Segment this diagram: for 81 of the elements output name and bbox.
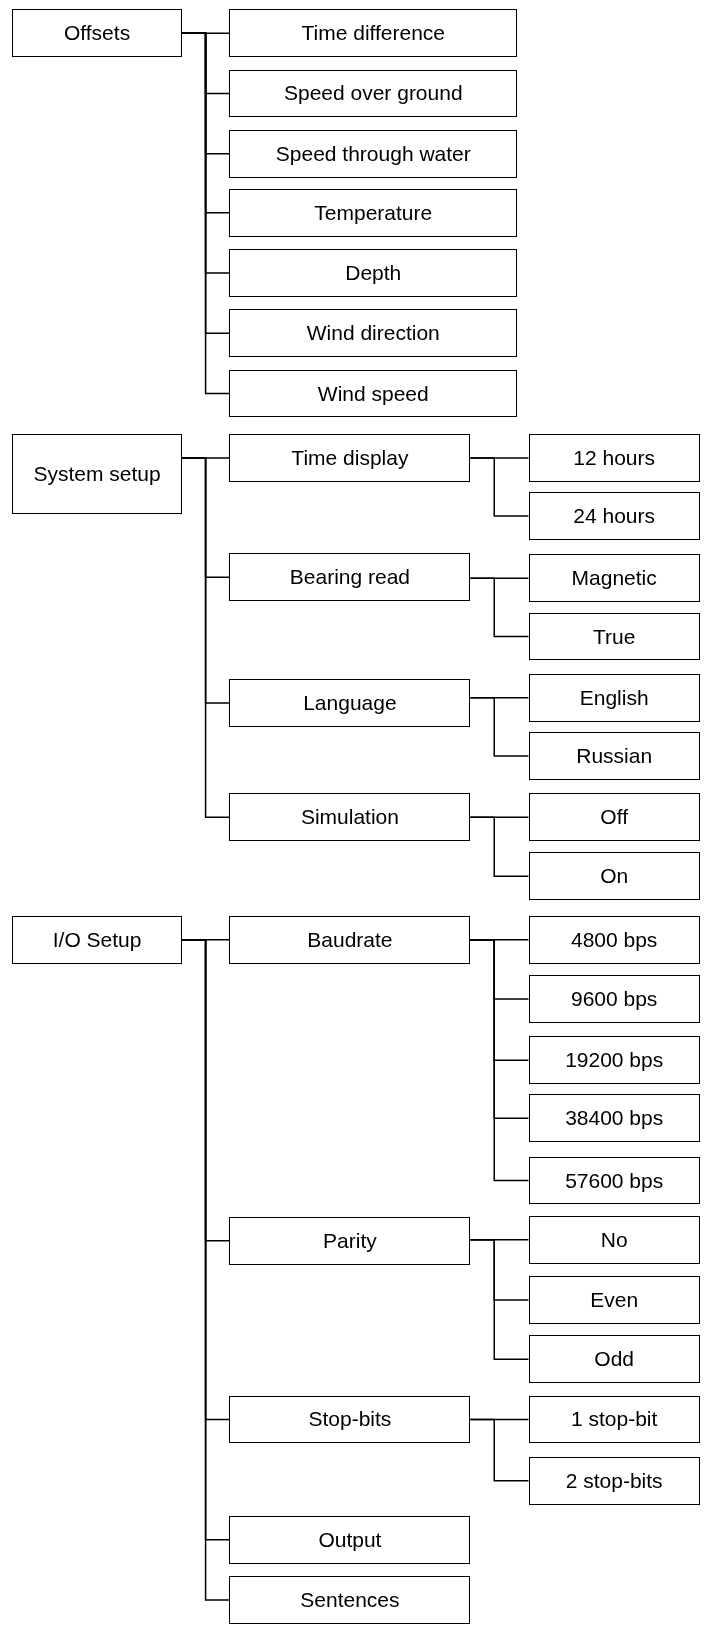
- menu-label: Simulation: [300, 805, 399, 830]
- menu-box: [229, 553, 471, 602]
- menu-label: Bearing read: [289, 565, 411, 590]
- menu-box: [528, 1215, 700, 1264]
- menu-box: [528, 1094, 700, 1143]
- menu-box: [528, 1395, 700, 1444]
- menu-label: Parity: [323, 1228, 377, 1253]
- menu-box: [528, 1335, 700, 1384]
- menu-label: Sentences: [300, 1588, 400, 1613]
- menu-box: [528, 1156, 700, 1205]
- menu-label: 24 hours: [573, 504, 656, 529]
- menu-label: Off: [600, 805, 628, 830]
- menu-box: [528, 1276, 700, 1324]
- menu-label: On: [600, 864, 629, 889]
- menu-label: Magnetic: [571, 566, 657, 591]
- menu-label: Output: [318, 1527, 382, 1552]
- menu-box: [229, 915, 471, 964]
- menu-label: System setup: [33, 462, 161, 486]
- menu-label: Stop-bits: [308, 1407, 392, 1432]
- connector-line: [469, 697, 530, 757]
- menu-box: [528, 975, 700, 1023]
- menu-label: Wind speed: [317, 381, 429, 406]
- menu-label: 4800 bps: [570, 927, 658, 952]
- menu-label: 2 stop-bits: [565, 1468, 663, 1493]
- menu-label: No: [600, 1227, 628, 1252]
- menu-label: 19200 bps: [565, 1048, 664, 1073]
- connector-line: [469, 457, 530, 517]
- menu-box: [12, 434, 182, 514]
- menu-box: [229, 434, 471, 482]
- menu-box: [528, 1456, 700, 1505]
- menu-label: 38400 bps: [565, 1106, 664, 1131]
- menu-box: [528, 793, 700, 842]
- menu-box: [12, 9, 182, 58]
- menu-label: Offsets: [64, 21, 131, 46]
- menu-box: [528, 852, 700, 901]
- menu-box: [229, 249, 518, 297]
- menu-label: 1 stop-bit: [570, 1407, 658, 1432]
- menu-box: [229, 793, 471, 842]
- menu-box: [528, 492, 700, 540]
- menu-box: [229, 129, 518, 178]
- menu-label: Speed through water: [275, 141, 471, 166]
- menu-box: [229, 9, 518, 58]
- menu-box: [229, 309, 518, 358]
- menu-label: Russian: [576, 743, 653, 768]
- menu-label: 57600 bps: [565, 1168, 664, 1193]
- menu-box: [229, 1216, 471, 1265]
- menu-box: [528, 554, 700, 603]
- connector-line: [469, 577, 530, 638]
- menu-box: [528, 673, 700, 722]
- menu-label: English: [579, 685, 649, 710]
- menu-box: [229, 1395, 471, 1444]
- menu-box: [229, 1576, 471, 1624]
- menu-label: Language: [303, 690, 397, 715]
- menu-label: True: [592, 624, 636, 649]
- menu-label: Time display: [291, 445, 409, 470]
- menu-label: Even: [590, 1288, 639, 1312]
- connector-line: [469, 1418, 530, 1482]
- menu-box: [528, 915, 700, 964]
- menu-label: Depth: [345, 261, 402, 286]
- menu-box: [229, 1516, 471, 1564]
- menu-label: I/O Setup: [52, 927, 142, 952]
- menu-box: [528, 612, 700, 661]
- menu-box: [12, 915, 182, 964]
- menu-label: 12 hours: [573, 445, 656, 470]
- connector-line: [469, 938, 530, 1182]
- menu-label: 9600 bps: [570, 986, 658, 1011]
- menu-label: Temperature: [314, 200, 433, 225]
- menu-label: Baudrate: [307, 927, 393, 952]
- menu-box: [528, 1036, 700, 1084]
- menu-box: [229, 69, 518, 118]
- menu-box: [528, 732, 700, 780]
- menu-label: Wind direction: [306, 321, 440, 346]
- menu-box: [528, 434, 700, 482]
- connector-line: [469, 1239, 530, 1360]
- connector-line: [469, 816, 530, 878]
- menu-label: Time difference: [301, 21, 446, 46]
- menu-box: [229, 679, 471, 727]
- menu-label: Odd: [594, 1347, 634, 1372]
- menu-box: [229, 369, 518, 418]
- menu-box: [229, 188, 518, 237]
- menu-label: Speed over ground: [283, 81, 463, 106]
